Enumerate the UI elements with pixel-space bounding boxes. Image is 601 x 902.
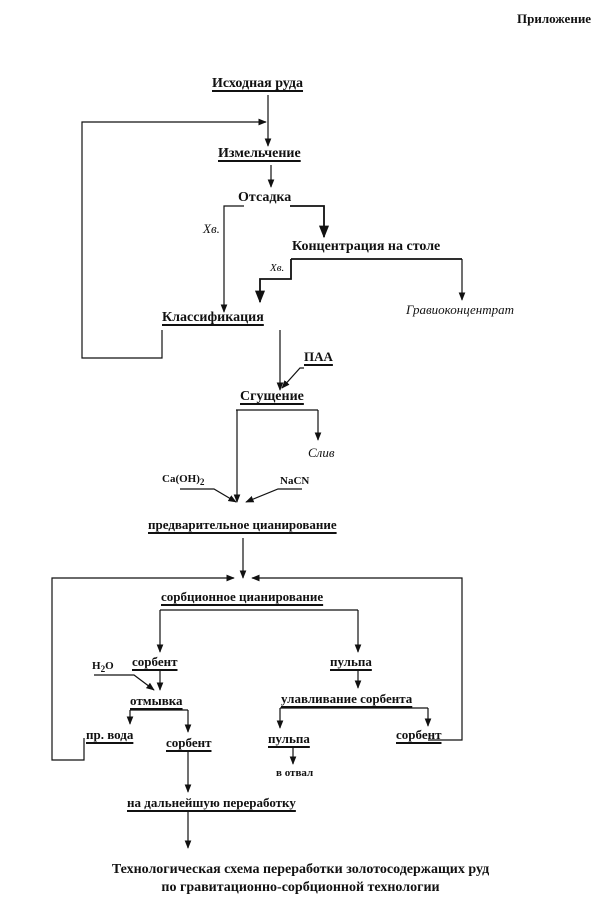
label-water: H2O	[92, 660, 114, 675]
node-further-processing: на дальнейшую переработку	[127, 795, 296, 810]
node-sorbent-3: сорбент	[396, 727, 442, 742]
node-grinding: Измельчение	[218, 146, 301, 161]
label-nacn: NaCN	[280, 475, 310, 487]
node-jigging: Отсадка	[238, 190, 292, 205]
node-thickening: Сгущение	[240, 389, 304, 404]
node-ore: Исходная руда	[212, 76, 304, 91]
caption-line-2: по гравитационно-сорбционной технологии	[161, 880, 440, 895]
node-sorbent-2: сорбент	[166, 735, 212, 750]
node-pulp-2: пульпа	[268, 731, 310, 746]
label-lime: Ca(OH)2	[162, 473, 205, 488]
node-sorption: сорбционное цианирование	[161, 589, 324, 604]
label-overflow: Слив	[308, 445, 335, 460]
node-sorbent-1: сорбент	[132, 654, 178, 669]
appendix-label: Приложение	[517, 11, 592, 26]
label-dump: в отвал	[276, 767, 314, 779]
node-precyanidation: предварительное цианирование	[148, 517, 337, 532]
node-classification: Классификация	[162, 310, 264, 325]
node-washing: отмывка	[130, 693, 183, 708]
label-gravity-concentrate: Гравиоконцентрат	[406, 302, 515, 317]
label-tails-tabling: Хв.	[270, 262, 285, 274]
node-tabling: Концентрация на столе	[292, 239, 441, 254]
caption-line-1: Технологическая схема переработки золото…	[111, 862, 490, 877]
label-paa: ПАА	[304, 349, 333, 364]
label-tails-jigging: Хв.	[203, 221, 220, 236]
node-pulp-1: пульпа	[330, 654, 372, 669]
node-wash-water: пр. вода	[86, 727, 134, 742]
node-sorbent-capture: улавливание сорбента	[281, 691, 413, 706]
